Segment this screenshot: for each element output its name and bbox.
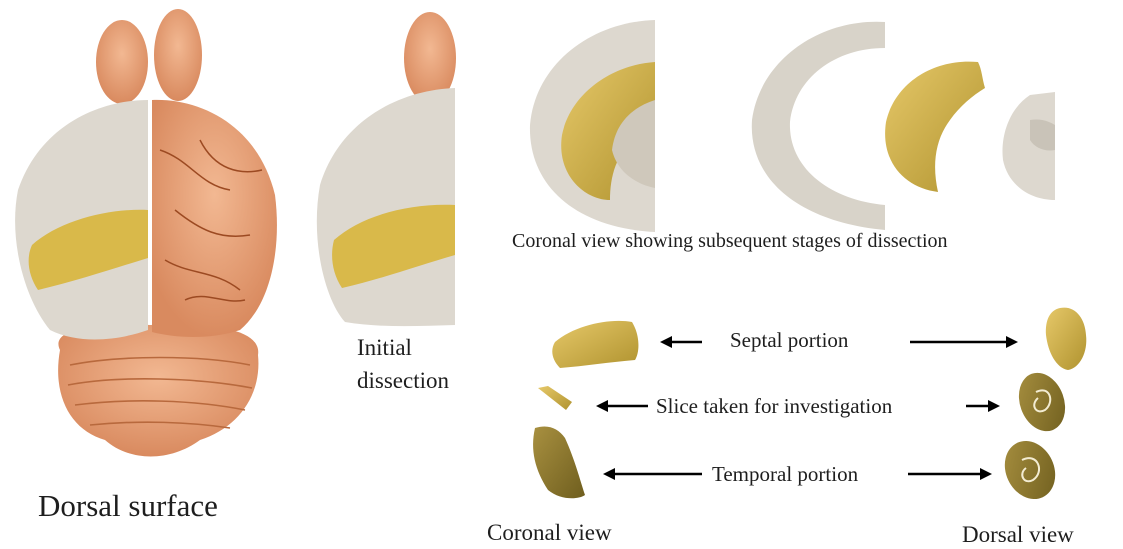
portions-dorsal-column [996, 308, 1087, 508]
temporal-portion-dorsal [996, 433, 1065, 508]
label-dorsal-view: Dorsal view [962, 522, 1074, 548]
septal-portion-dorsal [1046, 308, 1086, 370]
label-dorsal-surface: Dorsal surface [38, 488, 218, 524]
slice-coronal [538, 386, 572, 410]
brain-dorsal-illustration [15, 9, 277, 457]
coronal-stages-illustration [530, 20, 1055, 232]
label-septal-portion: Septal portion [730, 328, 848, 353]
label-coronal-stages: Coronal view showing subsequent stages o… [512, 230, 948, 253]
portions-coronal-column [533, 321, 638, 498]
coronal-stage-3 [885, 62, 985, 192]
septal-portion-coronal [552, 321, 638, 368]
coronal-stage-2 [752, 22, 885, 230]
right-hemisphere [152, 100, 277, 337]
olfactory-bulb-right [154, 9, 202, 101]
label-initial-dissection-line1: Initial [357, 335, 412, 361]
olfactory-bulb-left [96, 20, 148, 104]
label-coronal-view: Coronal view [487, 520, 612, 546]
label-temporal-portion: Temporal portion [712, 462, 858, 487]
initial-dissection-illustration [317, 12, 456, 326]
label-initial-dissection-line2: dissection [357, 368, 449, 394]
cerebellum [58, 324, 258, 456]
temporal-portion-coronal [533, 426, 585, 498]
label-slice-taken: Slice taken for investigation [656, 394, 892, 419]
slice-dorsal [1011, 366, 1073, 437]
